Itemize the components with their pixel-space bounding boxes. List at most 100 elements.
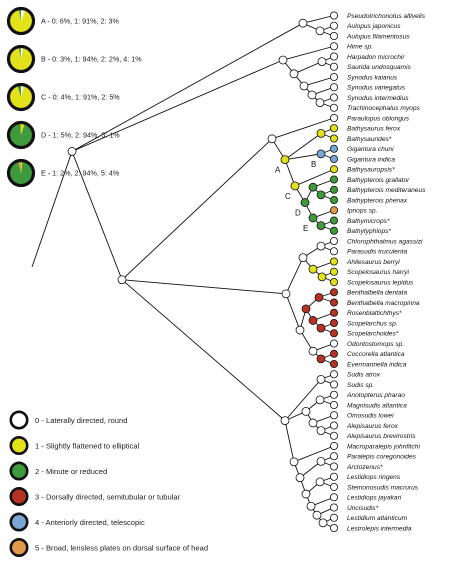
tree-branch [71,151,123,280]
node-letter: A [275,166,281,175]
tree-branch [302,15,335,24]
pie-slice [18,8,21,21]
ancestral-node [295,325,305,335]
tip-state-marker [329,216,338,225]
node-letter: D [295,209,301,218]
tip-state-marker [329,339,338,348]
tip-state-marker [329,308,338,317]
legend-label: 5 - Broad, lensless plates on dorsal sur… [35,543,208,552]
pie-slice [8,122,34,148]
taxon-label: Macroparalepis johnfitchi [347,443,420,450]
ancestral-node [316,354,326,364]
ancestral-node [315,26,325,36]
ancestral-node [308,418,318,428]
ancestral-node [298,253,308,263]
taxon-label: Bathypterois mediteraneus [347,187,426,194]
taxon-label: Scopelarchus sp. [347,320,398,327]
pie-slice [21,84,25,97]
taxon-label: Scopelarchoides* [347,331,399,338]
tip-state-marker [329,247,338,256]
legend-label: 0 - Laterally directed, round [35,416,127,425]
pie-slice [21,122,25,135]
tree-branch [293,445,335,463]
legend-label: 1 - Slightly flattened to elliptical [35,441,140,450]
pie-outline [6,120,36,150]
taxon-label: Bathysaurus ferox [347,126,401,133]
pie-slice [21,46,24,59]
tree-nodes [67,18,328,528]
taxon-label: Lestidium atlanticum [347,515,408,522]
taxon-label: Lestidiops jayakari [347,495,402,502]
pie-outline [6,44,36,74]
tree-branch [284,153,322,161]
taxon-label: Alepisaurus ferox [346,423,399,430]
tip-state-marker [329,11,338,20]
tip-state-marker [329,431,338,440]
node-letter: B [311,160,316,169]
ancestral-node [295,473,305,483]
tip-state-marker [329,370,338,379]
ancestral-state-pies: A - 0: 6%, 1: 91%, 2: 3%B - 0: 3%, 1: 94… [6,6,142,188]
tip-state-marker [329,236,338,245]
taxon-label: Ahliesaurus berryi [346,259,400,266]
taxon-label: Gigantura chuni [347,146,394,153]
taxon-label: Synodus kaianus [347,74,398,81]
ancestral-node [308,316,318,325]
ancestral-state-pie [6,120,36,150]
ancestral-node [317,57,327,67]
tree-branch [121,279,286,421]
taxon-label: Sudis sp. [347,382,374,389]
tree-branch [303,76,335,87]
ancestral-node [289,69,299,79]
ancestral-node [289,457,299,467]
tip-state-marker [329,400,338,409]
taxon-label: Uncisudis* [347,505,379,512]
taxon-label: Aulopus japonicus [346,23,401,30]
pie-slice [8,84,34,110]
tip-state-marker [329,349,338,358]
tip-state-marker [329,329,338,338]
pie-label: D - 1: 5%, 2: 94%, 5: 1% [41,131,120,140]
tip-state-marker [329,175,338,184]
legend-swatch [9,537,29,557]
taxon-label: Coccorella atlantica [347,351,405,358]
ancestral-node [298,18,308,28]
taxon-label: Anotopterus pharao [346,392,405,399]
ancestral-node [308,213,318,223]
pie-outline [6,158,36,188]
pie-slice [18,46,21,59]
pie-slice [21,8,26,21]
ancestral-node [281,289,291,299]
tip-state-marker [329,124,338,133]
tree-branch [121,279,287,295]
tip-state-marker [329,206,338,215]
taxon-label: Bathytyphlops* [347,228,391,235]
tree-branch [293,61,323,75]
legend-swatch [9,435,29,455]
tip-state-marker [329,411,338,420]
taxon-label: Omosudis lowei [347,413,394,420]
legend-label: 3 - Dorsally directed, semitubular or tu… [35,492,181,501]
tip-state-marker [329,472,338,481]
ancestral-node [278,55,288,65]
legend-swatch [9,512,29,532]
legend-label: 4 - Anteriorly directed, telescopic [35,518,145,527]
taxon-label: Synodus variegatus [347,85,406,92]
ancestral-node [301,489,311,499]
pie-outline [6,6,36,36]
state-legend: 0 - Laterally directed, round 1 - Slightl… [9,410,208,557]
pie-label: E - 1: 2%, 2: 94%, 5: 4% [41,169,120,178]
tip-state-marker [329,103,338,112]
taxon-label: Scopelosaurus harryi [347,269,409,276]
ancestral-node [314,292,324,302]
tree-branch [285,293,301,331]
ancestral-state-pie [6,44,36,74]
tree-branch [121,138,273,281]
ancestral-node [267,134,277,144]
ancestral-node [308,346,318,356]
taxon-label: Trachinocephalus myops [347,105,421,112]
taxon-label: Harpadon microchir [347,54,405,61]
ancestral-node [308,264,318,274]
